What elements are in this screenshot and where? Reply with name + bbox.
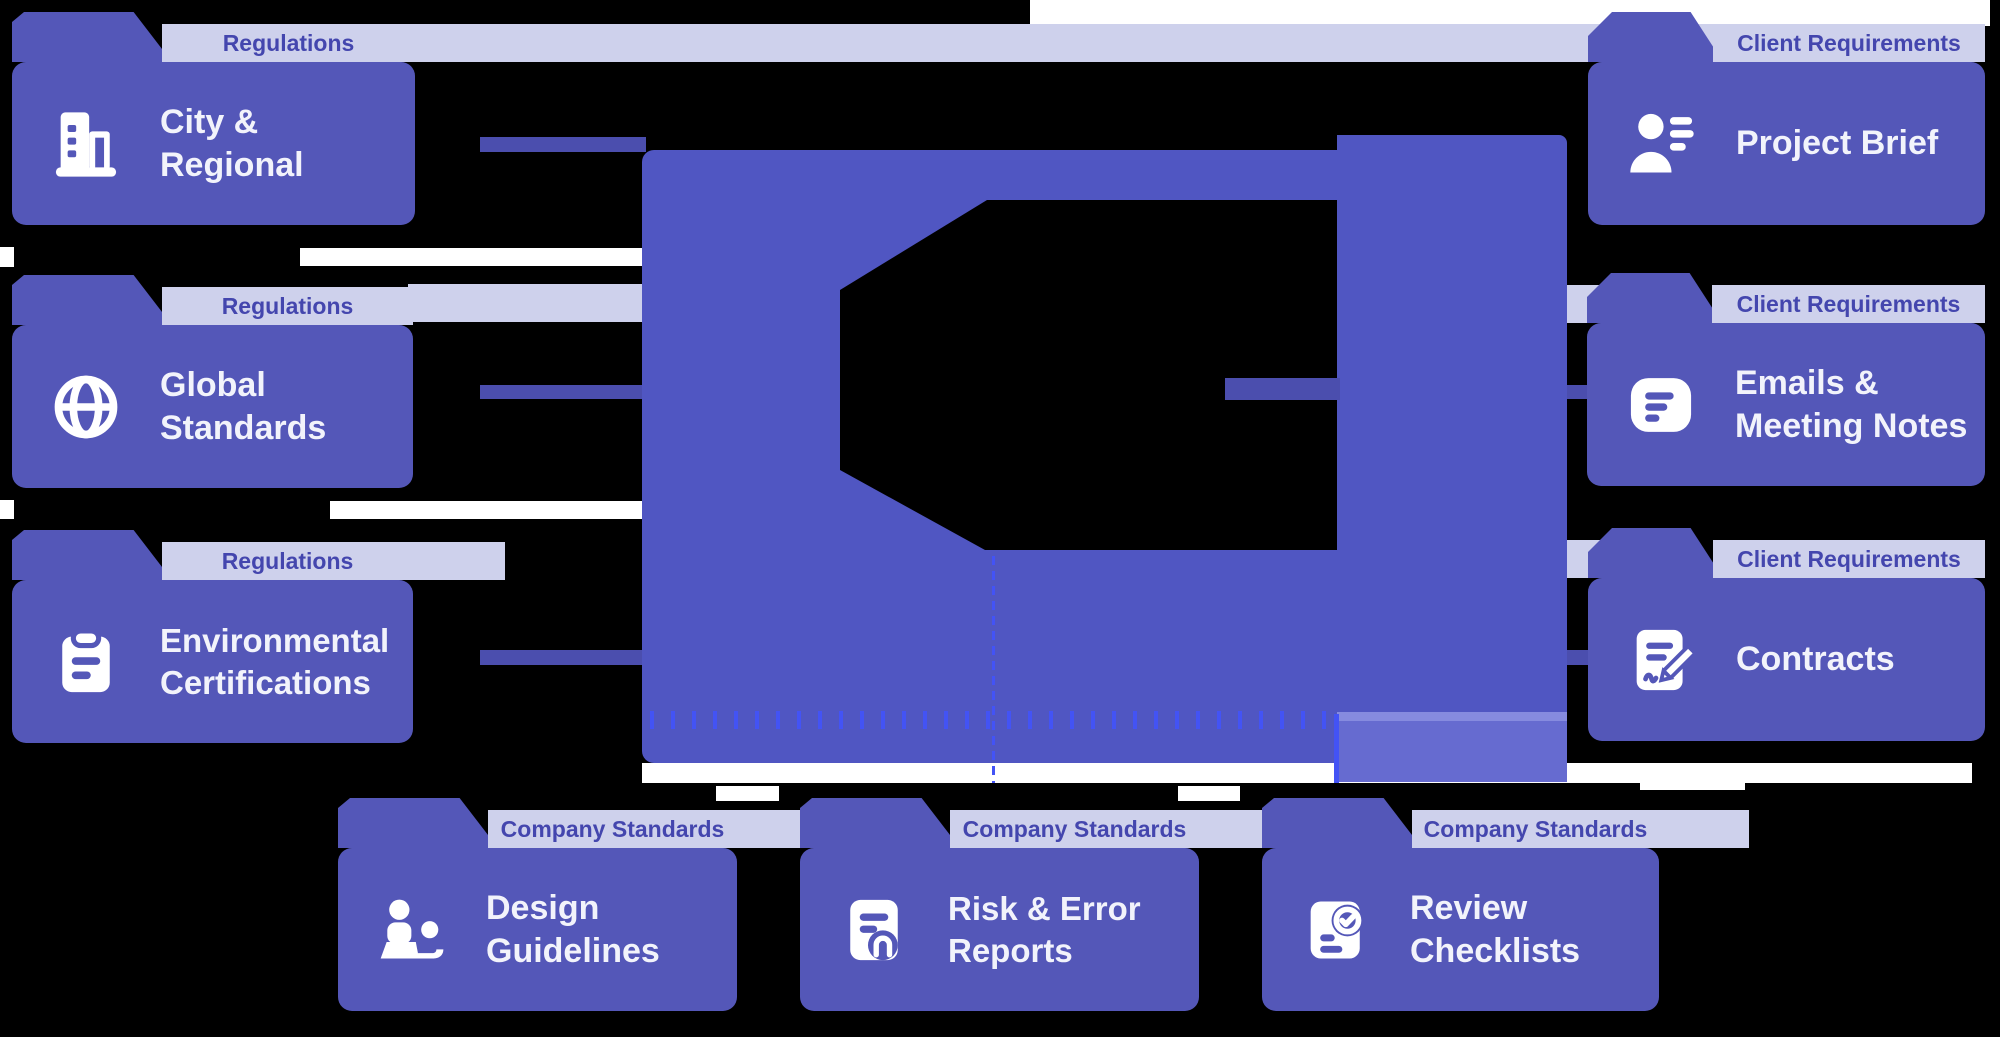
folder-category-band: Company Standards	[950, 810, 1199, 848]
category-label: Regulations	[221, 292, 354, 319]
folder-body: Design Guidelines	[338, 848, 737, 1011]
blueprint-cutout	[840, 200, 1337, 550]
notes-icon	[1630, 377, 1692, 432]
folder-title: Environmental Certifications	[160, 621, 390, 701]
folder-tab	[338, 798, 498, 848]
folder-category-band: Regulations	[162, 24, 415, 62]
white-strip-left-2	[330, 501, 645, 519]
white-notch-edge-1	[0, 247, 14, 267]
folder-body: City & Regional	[12, 62, 415, 225]
category-label: Regulations	[221, 547, 354, 574]
connector-client-3	[1563, 650, 1592, 665]
top-white-strip	[1030, 0, 1990, 26]
people-presentation-icon	[380, 899, 444, 958]
folder-category-band: Regulations	[162, 542, 413, 580]
white-dash-b2	[1178, 786, 1240, 801]
folder-title: Design Guidelines	[486, 888, 660, 970]
building-icon	[55, 111, 117, 177]
category-label: Regulations	[222, 29, 355, 56]
ribbon-low-left	[408, 542, 505, 580]
folder-title: Contracts	[1736, 640, 1895, 679]
folder-tab	[1262, 798, 1422, 848]
blueprint-right-block	[1337, 135, 1567, 782]
bottom-white-strip	[642, 763, 1972, 783]
dimension-line-dashed	[992, 556, 995, 783]
contract-pen-icon	[1636, 629, 1697, 690]
folder-title: Review Checklists	[1410, 888, 1581, 970]
ribbon-stub-b3	[1659, 810, 1749, 848]
connector-regulations-1	[480, 137, 646, 152]
folder-body: Project Brief	[1588, 62, 1985, 225]
category-label: Company Standards	[962, 815, 1187, 842]
globe-icon	[54, 375, 118, 438]
ribbon-stub-b1	[737, 810, 805, 848]
category-label: Client Requirements	[1737, 29, 1961, 56]
report-paperclip-icon	[850, 899, 898, 960]
category-label: Company Standards	[500, 815, 725, 842]
folder-category-band: Client Requirements	[1712, 285, 1985, 323]
folder-title: Global Standards	[160, 365, 327, 447]
checklist-icon	[1310, 901, 1364, 958]
folder-tab	[800, 798, 960, 848]
white-notch-edge-2	[0, 500, 14, 519]
folder-category-band: Client Requirements	[1713, 24, 1985, 62]
folder-category-band: Regulations	[162, 287, 413, 325]
person-lines-icon	[1630, 113, 1694, 172]
blueprint-light-band	[1337, 721, 1567, 782]
folder-category-band: Company Standards	[1412, 810, 1659, 848]
folder-title: Emails & Meeting Notes	[1735, 363, 1968, 445]
connector-client-2	[1563, 385, 1592, 399]
folder-body: Review Checklists	[1262, 848, 1659, 1011]
folder-tab	[1588, 528, 1723, 578]
category-label: Client Requirements	[1736, 290, 1961, 317]
ribbon-top	[408, 24, 1728, 62]
folder-title: City & Regional	[160, 102, 304, 184]
clipboard-icon	[62, 627, 110, 692]
white-dash-b3	[1640, 770, 1745, 790]
folder-category-band: Client Requirements	[1713, 540, 1985, 578]
white-strip-left-1	[300, 248, 645, 266]
folder-tab	[12, 12, 172, 62]
connector-regulations-3	[480, 650, 646, 665]
white-dash-b1	[716, 786, 779, 801]
folder-tab	[1587, 273, 1722, 323]
folder-tab	[12, 275, 172, 325]
blueprint-door-bar	[1225, 378, 1340, 400]
folder-body: Environmental Certifications	[12, 580, 413, 743]
ribbon-mid-left	[408, 284, 645, 322]
folder-body: Risk & Error Reports	[800, 848, 1199, 1011]
category-label: Client Requirements	[1737, 545, 1961, 572]
folder-title: Risk & Error Reports	[948, 889, 1141, 969]
folder-tab	[12, 530, 172, 580]
connector-regulations-2	[480, 385, 646, 399]
ribbon-stub-b2	[1199, 810, 1267, 848]
dimension-line-solid	[1334, 714, 1339, 783]
folder-body: Contracts	[1588, 578, 1985, 741]
folder-body: Emails & Meeting Notes	[1587, 323, 1985, 486]
blueprint-light-line	[1337, 712, 1567, 721]
category-label: Company Standards	[1423, 815, 1648, 842]
folder-category-band: Company Standards	[488, 810, 737, 848]
folder-title: Project Brief	[1736, 124, 1939, 163]
folder-body: Global Standards	[12, 325, 413, 488]
